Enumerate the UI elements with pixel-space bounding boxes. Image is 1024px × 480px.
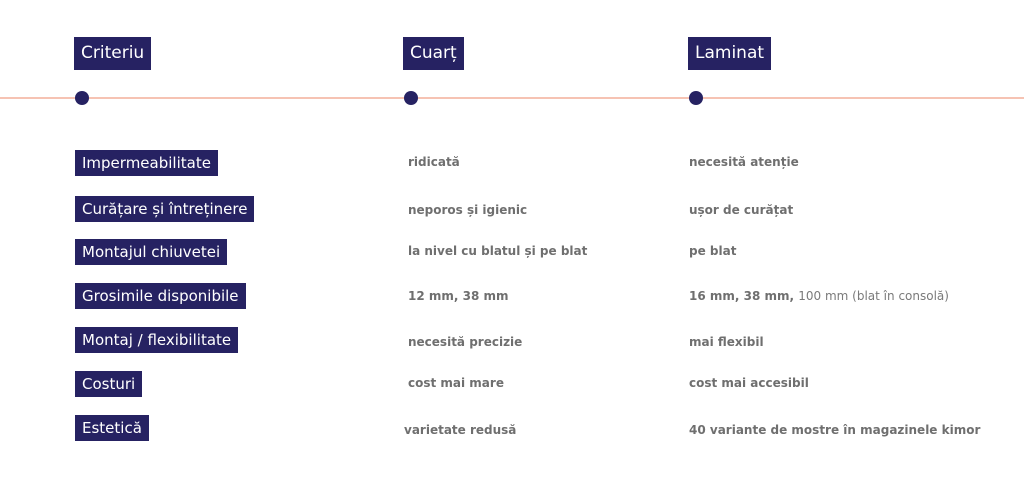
laminat-value: 16 mm, 38 mm, 100 mm (blat în consolă) bbox=[689, 288, 949, 304]
cuart-value: varietate redusă bbox=[404, 423, 517, 437]
laminat-value: ușor de curățat bbox=[689, 203, 794, 217]
laminat-value: 40 variante de mostre în magazinele kimo… bbox=[689, 423, 981, 437]
cuart-value: 12 mm, 38 mm bbox=[408, 289, 509, 303]
criterion-label: Curățare și întreținere bbox=[75, 196, 255, 222]
timeline-line bbox=[0, 97, 1024, 99]
timeline-dot-laminat bbox=[689, 91, 703, 105]
cuart-value: ridicată bbox=[408, 155, 460, 169]
laminat-value-main: 16 mm, 38 mm, bbox=[689, 289, 795, 303]
cuart-value: neporos și igienic bbox=[408, 203, 528, 217]
criterion-label: Montaj / flexibilitate bbox=[75, 327, 239, 353]
timeline-dot-cuart bbox=[404, 91, 418, 105]
laminat-value-extra: 100 mm (blat în consolă) bbox=[798, 289, 949, 303]
timeline-dot-criteria bbox=[75, 91, 89, 105]
laminat-value: necesită atenție bbox=[689, 155, 799, 169]
cuart-value: cost mai mare bbox=[408, 376, 504, 390]
criterion-label: Estetică bbox=[75, 415, 149, 441]
laminat-value: pe blat bbox=[689, 244, 737, 258]
header-laminat: Laminat bbox=[688, 37, 772, 70]
criterion-label: Impermeabilitate bbox=[75, 150, 218, 176]
header-criteria: Criteriu bbox=[74, 37, 152, 70]
laminat-value: mai flexibil bbox=[689, 335, 764, 349]
criterion-label: Montajul chiuvetei bbox=[75, 239, 228, 265]
laminat-value: cost mai accesibil bbox=[689, 376, 809, 390]
cuart-value: la nivel cu blatul și pe blat bbox=[408, 244, 588, 258]
criterion-label: Costuri bbox=[75, 371, 143, 397]
criterion-label: Grosimile disponibile bbox=[75, 283, 246, 309]
cuart-value: necesită precizie bbox=[408, 335, 523, 349]
header-cuart: Cuarț bbox=[403, 37, 464, 70]
